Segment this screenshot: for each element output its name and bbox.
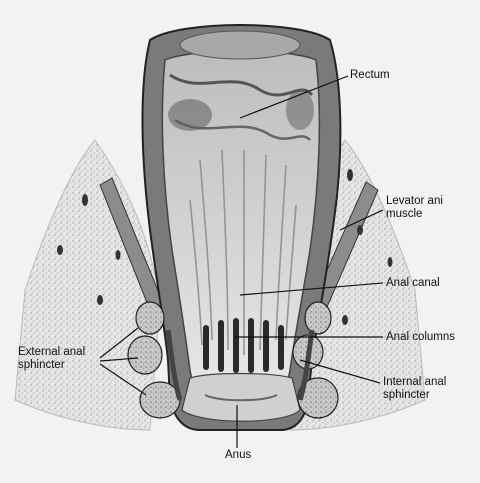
label-internal-anal-sphincter: Internal anal sphincter — [383, 376, 446, 402]
label-anal-columns: Anal columns — [386, 331, 455, 344]
left-perirectal-tissue — [15, 140, 160, 430]
anus-shape — [182, 374, 300, 422]
label-levator-ani-muscle: Levator ani muscle — [386, 195, 443, 221]
label-rectum: Rectum — [350, 69, 390, 82]
label-anal-canal: Anal canal — [386, 277, 440, 290]
label-external-anal-sphincter: External anal sphincter — [18, 346, 85, 372]
label-anus: Anus — [225, 449, 251, 462]
